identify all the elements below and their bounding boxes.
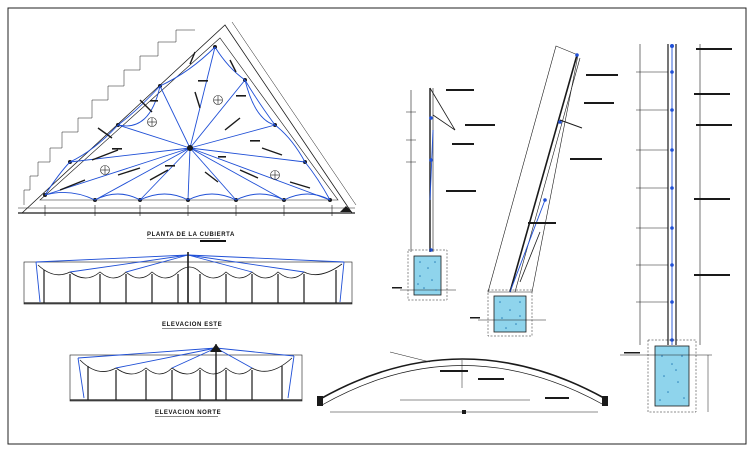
elevation-east-title: ELEVACION ESTE	[162, 322, 222, 328]
elevation-north-title: ELEVACION NORTE	[155, 410, 221, 416]
column-detail-1	[392, 87, 495, 301]
column-detail-2	[470, 45, 618, 337]
elevation-east-view	[23, 252, 353, 305]
column-detail-3	[620, 44, 732, 413]
plan-title: PLANTA DE LA CUBIERTA	[147, 232, 235, 238]
arch-section-view	[317, 351, 608, 414]
drawing-frame	[7, 7, 747, 445]
roof-plan-view	[18, 21, 357, 216]
elevation-north-view	[69, 344, 303, 402]
